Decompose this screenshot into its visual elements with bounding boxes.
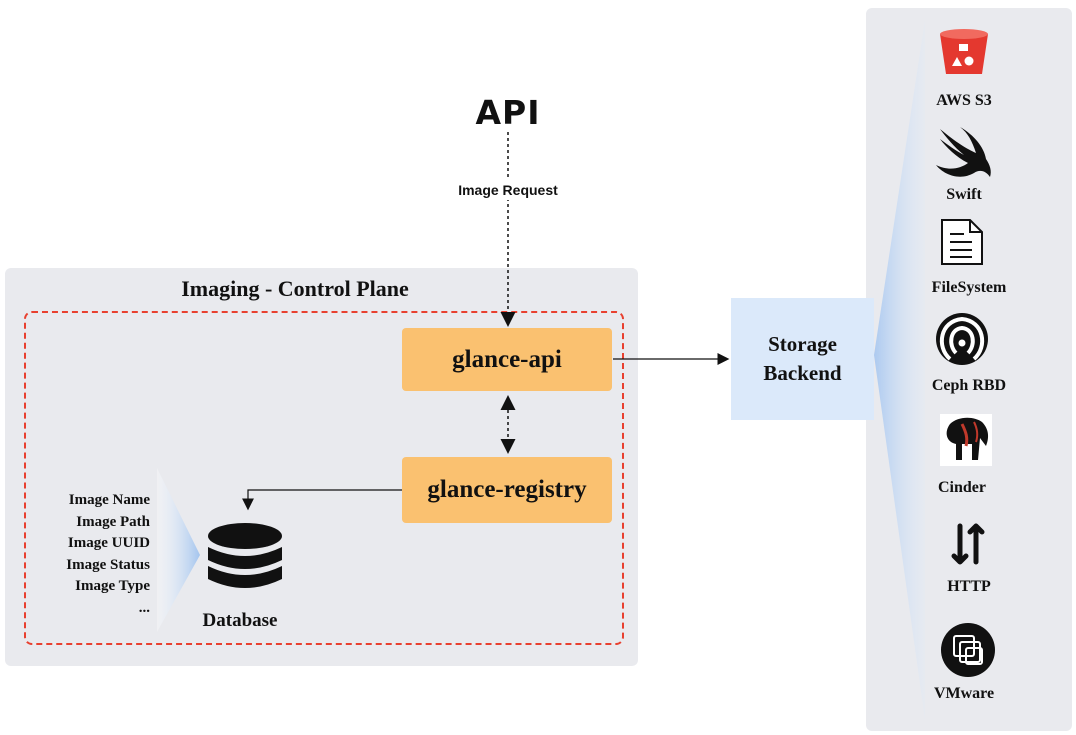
glance-api-node: glance-api bbox=[402, 328, 612, 391]
storage-label-line2: Backend bbox=[763, 361, 842, 385]
field-item: Image Status bbox=[66, 556, 150, 573]
backend-label-http: HTTP bbox=[947, 578, 991, 595]
field-item: Image Type bbox=[75, 578, 150, 594]
backend-label-vmware: VMware bbox=[933, 685, 995, 702]
vmware-icon bbox=[941, 623, 995, 677]
storage-backend-node: Storage Backend bbox=[731, 298, 874, 420]
database-field-fan bbox=[157, 468, 200, 632]
control-plane-title: Imaging - Control Plane bbox=[181, 276, 409, 301]
glance-registry-node: glance-registry bbox=[402, 457, 612, 523]
registry-database-arrow bbox=[242, 489, 402, 511]
backend-label-aws-s3: AWS S3 bbox=[936, 92, 992, 109]
ceph-icon bbox=[936, 313, 988, 365]
glance-registry-label: glance-registry bbox=[427, 476, 587, 503]
field-item: Image Name bbox=[68, 492, 150, 508]
swift-icon bbox=[936, 127, 991, 177]
cinder-icon bbox=[940, 414, 992, 466]
aws-s3-icon bbox=[940, 29, 988, 74]
image-request-label: Image Request bbox=[430, 180, 586, 200]
http-arrows-icon bbox=[951, 523, 985, 565]
database-label: Database bbox=[202, 610, 278, 631]
field-item: Image Path bbox=[76, 513, 150, 530]
database-fields: Image Name Image Path Image UUID Image S… bbox=[40, 490, 150, 619]
storage-label-line1: Storage bbox=[768, 332, 837, 356]
database-icon bbox=[208, 523, 282, 588]
backend-label-swift: Swift bbox=[946, 186, 982, 203]
backend-label-ceph-rbd: Ceph RBD bbox=[931, 377, 1007, 394]
control-plane-boundary bbox=[24, 311, 624, 645]
field-item: Image UUID bbox=[67, 535, 150, 551]
api-label: API bbox=[475, 93, 541, 132]
file-icon bbox=[941, 219, 983, 265]
storage-fan bbox=[874, 20, 925, 720]
glance-api-label: glance-api bbox=[452, 345, 562, 373]
backend-label-filesystem: FileSystem bbox=[931, 279, 1007, 296]
backend-label-cinder: Cinder bbox=[938, 479, 986, 496]
field-item: ... bbox=[138, 599, 150, 616]
